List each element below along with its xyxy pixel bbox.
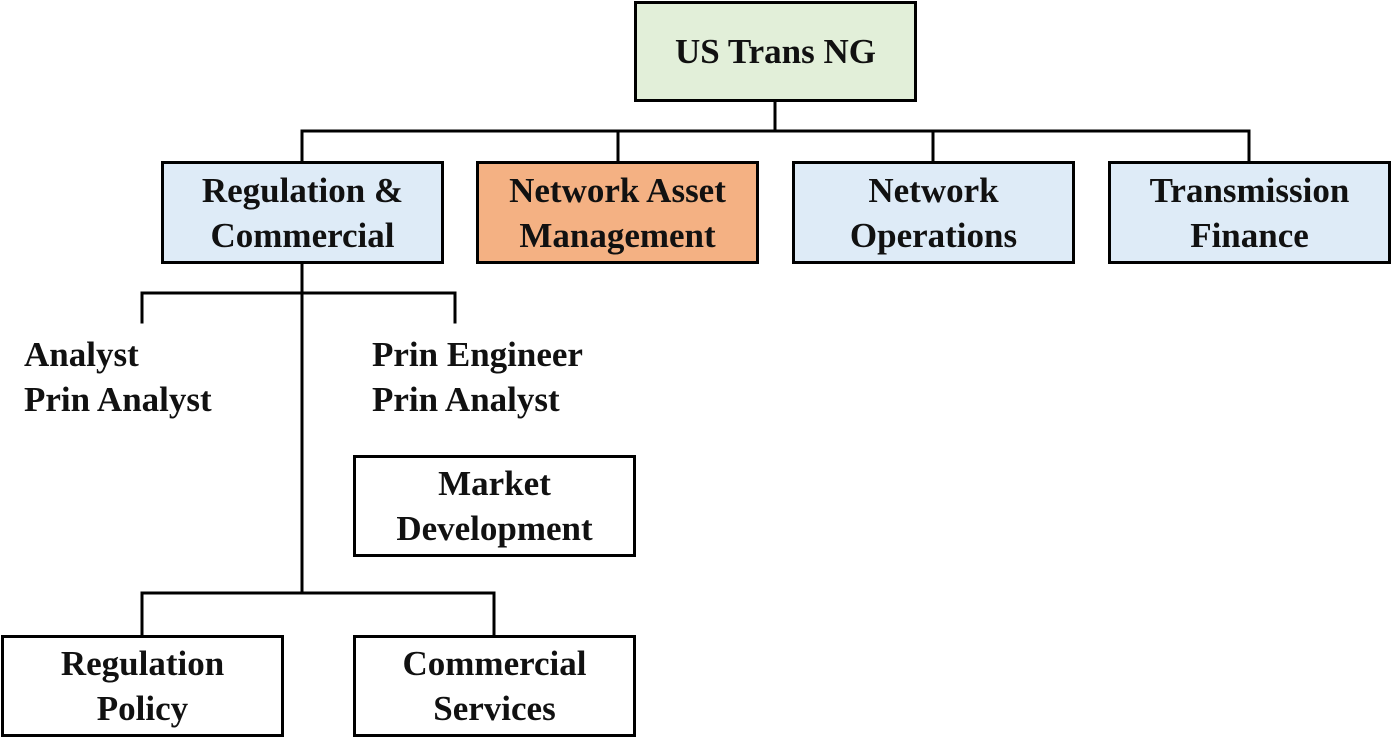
roles-left-group: Analyst Prin Analyst	[24, 332, 212, 422]
org-root-us-trans-ng: US Trans NG	[634, 1, 917, 102]
role-label: Prin Analyst	[372, 380, 560, 419]
team-label: Regulation Policy	[60, 644, 225, 728]
org-root-label: US Trans NG	[675, 32, 876, 71]
division-label: Network Asset Management	[509, 170, 726, 255]
role-label: Prin Analyst	[24, 380, 212, 419]
roles-right-group: Prin Engineer Prin Analyst	[372, 332, 583, 422]
team-commercial-services: Commercial Services	[353, 635, 636, 737]
division-regulation-commercial: Regulation & Commercial	[161, 161, 444, 264]
team-label: Commercial Services	[402, 644, 587, 728]
team-market-development: Market Development	[353, 455, 636, 557]
division-label: Transmission Finance	[1149, 170, 1350, 255]
division-network-operations: Network Operations	[792, 161, 1075, 264]
team-regulation-policy: Regulation Policy	[1, 635, 284, 737]
role-label: Prin Engineer	[372, 335, 583, 374]
division-network-asset-management: Network Asset Management	[476, 161, 759, 264]
role-label: Analyst	[24, 335, 139, 374]
division-transmission-finance: Transmission Finance	[1108, 161, 1391, 264]
team-label: Market Development	[396, 464, 593, 548]
division-label: Regulation & Commercial	[201, 170, 404, 255]
division-label: Network Operations	[849, 170, 1018, 255]
